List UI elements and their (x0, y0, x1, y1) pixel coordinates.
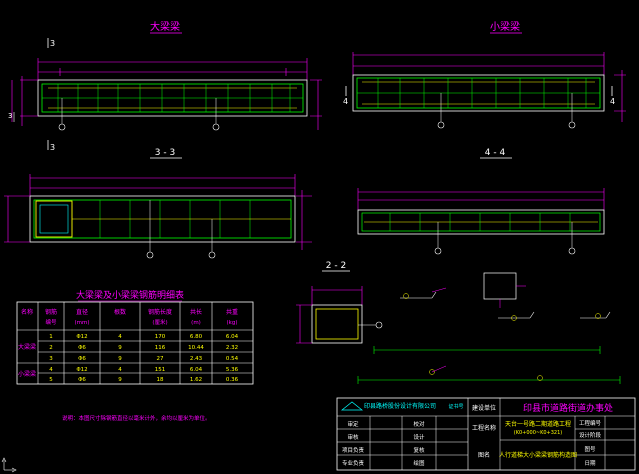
client-name: 印县市道路街道办事处 (523, 402, 613, 414)
big-beam-title: 大梁梁 (150, 20, 180, 33)
table-cell: 0.54 (226, 356, 239, 362)
table-cell: 9 (118, 356, 122, 362)
table-cell: 4 (118, 334, 122, 340)
table-cell: 1.62 (190, 377, 202, 383)
table-cell: Φ12 (76, 367, 87, 373)
project-label: 工程名称 (472, 424, 496, 432)
company-logo (341, 401, 363, 411)
table-header-cell: 钢筋 (45, 308, 57, 316)
cert-label: 证书号 (448, 403, 463, 410)
company-name: 印县路桥股份设计有限公司 (364, 402, 436, 410)
table-title: 大梁梁及小梁梁钢筋明细表 (76, 289, 184, 301)
title-block-role: 审核 (347, 433, 359, 441)
table-cell: 27 (157, 356, 164, 362)
table-header-cell: (kg) (227, 320, 238, 326)
title-block: 印县路桥股份设计有限公司 证书号 建设单位 印县市道路街道办事处 工程名称 天台… (336, 397, 636, 471)
svg-text:3: 3 (8, 112, 12, 120)
cut-mark-4-right: 4 (610, 97, 615, 106)
drawing-label: 图名 (478, 451, 490, 459)
cut-mark-3-bottom: 3 (50, 143, 55, 152)
table-header-cell: 根数 (114, 308, 126, 316)
cut-mark-3-top: 3 (50, 39, 55, 48)
table-cell: 6.80 (190, 334, 203, 340)
title-block-role: 审定 (347, 420, 359, 428)
table-header-cell: (m) (191, 320, 201, 326)
table-header-cell: 共长 (190, 308, 202, 316)
table-group-label: 大梁梁 (18, 343, 36, 351)
big-beam-elevation: 大梁梁 3 3 3 (8, 20, 322, 152)
title-block-role: 设计 (413, 433, 425, 441)
table-cell: 5.36 (226, 367, 239, 373)
drawing-note: 说明：本图尺寸除钢筋直径以毫米计外，余均以厘米为单位。 (62, 414, 211, 422)
table-cell: 1 (49, 334, 53, 340)
section-4-4: 4 - 4 (357, 148, 605, 255)
table-cell: 18 (157, 377, 164, 383)
title-block-role: 校对 (413, 420, 425, 428)
section-2-2-title: 2 - 2 (326, 261, 346, 271)
table-cell: 170 (155, 334, 166, 340)
title-block-role: 绘图 (413, 459, 425, 467)
title-block-field: 设计阶段 (579, 431, 602, 439)
table-cell: 5 (49, 377, 53, 383)
title-block-field: 图号 (584, 445, 596, 453)
section-3-3: 3 - 3 (4, 148, 312, 259)
ucs-icon (1, 457, 17, 473)
table-group-label: 小梁梁 (18, 370, 36, 378)
table-header-cell: 名称 (21, 308, 33, 316)
table-cell: Φ6 (78, 356, 86, 362)
table-cell: 151 (155, 367, 166, 373)
table-cell: Φ12 (76, 334, 87, 340)
table-cell: Φ6 (78, 345, 86, 351)
table-header-cell: (厘米) (152, 318, 167, 326)
table-header-cell: 直径 (76, 308, 88, 316)
bar-details (357, 272, 621, 384)
table-header-cell: 钢筋长度 (148, 308, 172, 316)
drawing-name: 人行道梯大小梁梁钢筋构造图 (499, 451, 577, 459)
project-name: 天台一号路二期道路工程 (505, 420, 571, 428)
table-cell: 9 (118, 345, 122, 351)
small-beam-title: 小梁梁 (490, 20, 520, 33)
table-cell: 116 (155, 345, 166, 351)
client-label: 建设单位 (472, 404, 496, 412)
table-cell: 0.36 (226, 377, 239, 383)
table-cell: 6.04 (226, 334, 239, 340)
title-block-field: 日期 (584, 460, 596, 467)
title-block-role: 复核 (413, 446, 425, 454)
table-cell: 9 (118, 377, 122, 383)
small-beam-elevation: 小梁梁 4 4 (343, 20, 626, 129)
table-cell: 3 (49, 356, 53, 362)
table-cell: 2.43 (190, 356, 203, 362)
section-4-4-title: 4 - 4 (485, 148, 506, 158)
table-cell: Φ6 (78, 377, 86, 383)
table-cell: 10.44 (188, 345, 204, 351)
table-header-cell: 编号 (45, 318, 57, 326)
table-cell: 2.32 (226, 345, 238, 351)
section-2-2: 2 - 2 (296, 261, 383, 344)
table-cell: 2 (49, 345, 53, 351)
table-header-cell: (mm) (74, 320, 89, 326)
project-sub: (K0+000~K0+321) (514, 430, 563, 436)
title-block-role: 专业负责 (342, 459, 365, 467)
table-cell: 4 (49, 367, 53, 373)
title-block-role: 项目负责 (342, 446, 365, 454)
table-header-cell: 共重 (226, 308, 238, 316)
section-3-3-title: 3 - 3 (155, 148, 175, 158)
title-block-field: 工程编号 (579, 419, 602, 427)
table-cell: 4 (118, 367, 122, 373)
table-cell: 6.04 (190, 367, 203, 373)
cut-mark-4-left: 4 (343, 97, 348, 106)
